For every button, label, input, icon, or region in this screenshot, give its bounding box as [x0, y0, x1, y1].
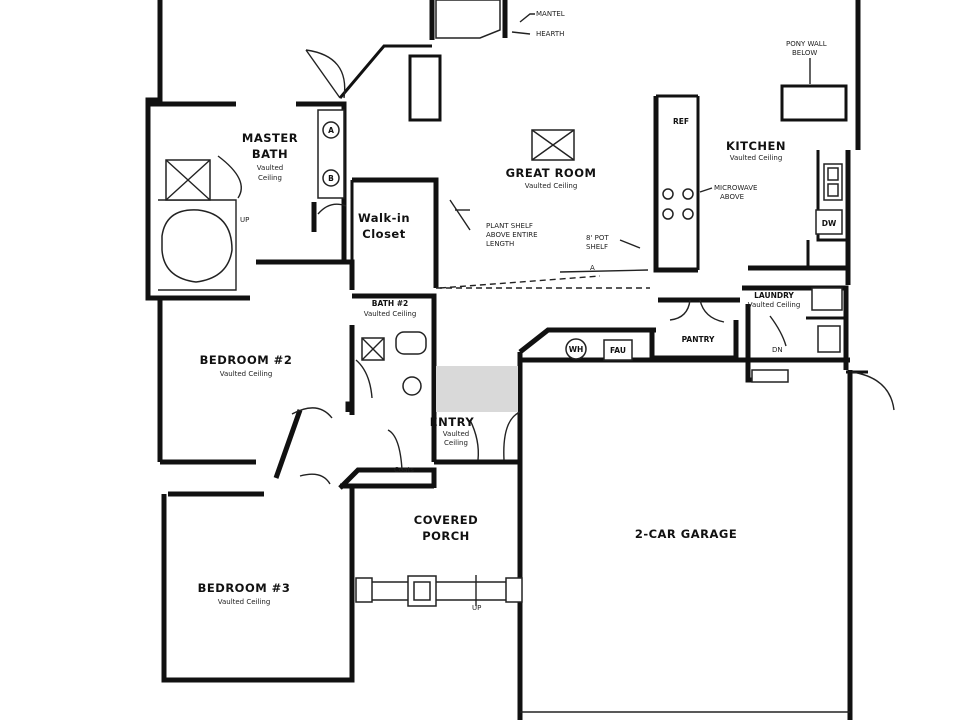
shelf-mark-label: A: [590, 264, 595, 272]
up-bath-label: UP: [240, 216, 249, 224]
laundry-sub: Vaulted Ceiling: [748, 301, 801, 309]
up-porch-label: UP: [472, 604, 481, 612]
covered-porch-label: COVERED: [414, 513, 478, 527]
wh-label: WH: [569, 345, 584, 354]
dn-label: DN: [772, 346, 783, 354]
ref-label: REF: [673, 117, 689, 126]
plant-shelf-label: PLANT SHELF: [486, 222, 533, 230]
master-bath-label-2: BATH: [252, 147, 288, 161]
coats-label: Coats: [394, 466, 414, 474]
pantry-label: PANTRY: [682, 335, 715, 344]
bedroom2-label: BEDROOM #2: [200, 353, 293, 367]
room-labels: GREAT ROOM Vaulted Ceiling KITCHEN Vault…: [198, 131, 801, 606]
walk-in-closet-label: Walk-in: [358, 211, 410, 225]
great-room-sub: Vaulted Ceiling: [525, 182, 578, 190]
bath2-label: BATH #2: [372, 299, 408, 308]
entry-sub: Vaulted: [443, 430, 469, 438]
kitchen-label: KITCHEN: [726, 139, 786, 153]
lav-a-label: A: [328, 126, 334, 135]
mantel-label: MANTEL: [536, 10, 565, 18]
bedroom3-sub: Vaulted Ceiling: [218, 598, 271, 606]
pony-wall-label: PONY WALL: [786, 40, 827, 48]
walls: [145, 0, 868, 720]
annotations: [368, 13, 811, 606]
kitchen-sub: Vaulted Ceiling: [730, 154, 783, 162]
fau-label: FAU: [610, 346, 626, 355]
great-room-label: GREAT ROOM: [506, 166, 597, 180]
lav-b-label: B: [328, 174, 334, 183]
microwave-label-2: ABOVE: [720, 193, 744, 201]
bedroom2-sub: Vaulted Ceiling: [220, 370, 273, 378]
doors: [217, 49, 895, 485]
master-bath-label: MASTER: [242, 131, 298, 145]
dw-label: DW: [822, 219, 837, 228]
pot-shelf-label: 8' POT: [586, 234, 609, 242]
plant-shelf-label-2: ABOVE ENTIRE: [486, 231, 538, 239]
pot-shelf-label-2: SHELF: [586, 243, 608, 251]
entry-label: ENTRY: [430, 415, 475, 429]
hearth-label: HEARTH: [536, 30, 564, 38]
master-bath-sub: Vaulted: [257, 164, 283, 172]
plant-shelf-label-3: LENGTH: [486, 240, 514, 248]
covered-porch-label-2: PORCH: [422, 529, 470, 543]
laundry-label: LAUNDRY: [754, 291, 794, 300]
entry-sub-2: Ceiling: [444, 439, 468, 447]
fixtures: [158, 0, 843, 607]
microwave-label: MICROWAVE: [714, 184, 757, 192]
garage-label: 2-CAR GARAGE: [635, 527, 737, 541]
bath2-sub: Vaulted Ceiling: [364, 310, 417, 318]
fixture-labels: MANTEL HEARTH PONY WALL BELOW REF MICROW…: [240, 10, 837, 612]
pony-wall-label-2: BELOW: [792, 49, 817, 57]
walk-in-closet-label-2: Closet: [362, 227, 405, 241]
master-bath-sub-2: Ceiling: [258, 174, 282, 182]
bedroom3-label: BEDROOM #3: [198, 581, 291, 595]
